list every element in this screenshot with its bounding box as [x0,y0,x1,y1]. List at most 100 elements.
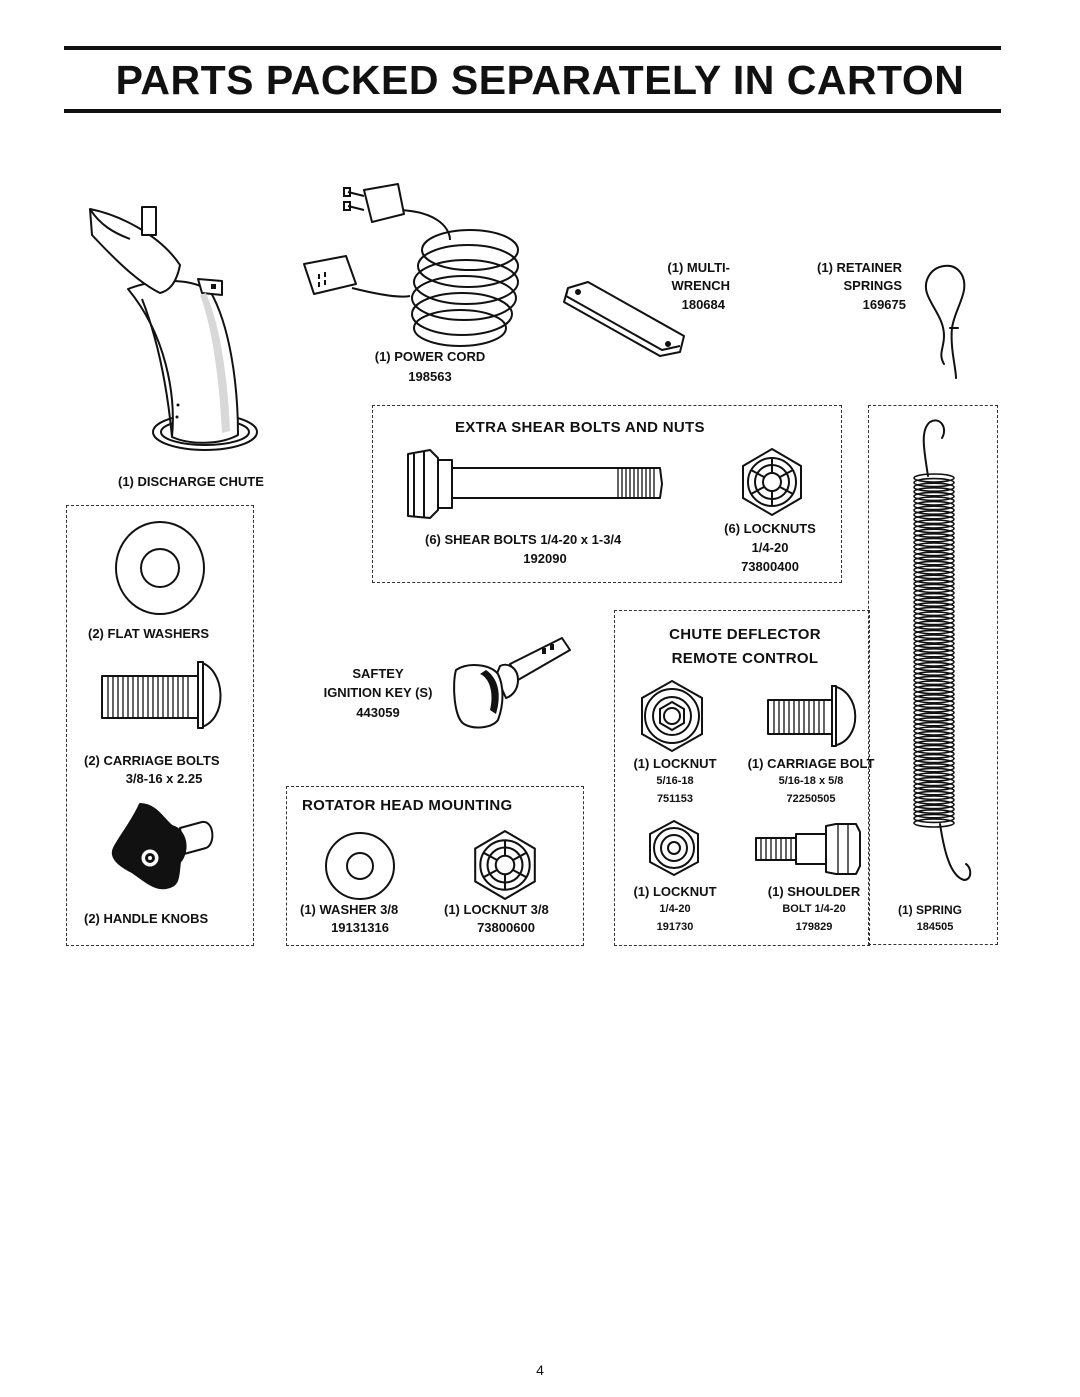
spring-coil-turn [913,735,955,746]
spring-coil-turn [913,818,955,828]
power-cord-number: 198563 [408,369,452,384]
spring-coil-turn [913,528,955,538]
spring-coil-turn [913,491,955,502]
spring-coil-turn [913,588,955,598]
shear-locknuts-label: (6) LOCKNUTS [724,521,816,536]
spring-coil-turn [913,537,955,548]
rotator-locknut-number: 73800600 [477,920,535,935]
spring-section-box [868,405,998,945]
ignition-key-label-line2: IGNITION KEY (S) [323,685,433,700]
rotator-section-box [286,786,584,946]
spring-coil-turn [913,583,955,594]
chute-carriage-bolt-illustration [767,685,857,747]
spring-coil-turn [913,500,955,511]
spring-coil-turn [913,799,955,810]
spring-coil-turn [913,680,955,690]
handle-knobs-label: (2) HANDLE KNOBS [84,911,209,926]
spring-coil-turn [913,606,955,617]
spring-coil-turn [913,648,955,658]
spring-coil-turn [913,698,955,709]
spring-coil-turn [913,551,955,561]
spring-coil-turn [913,477,955,488]
spring-coil-turn [913,615,955,626]
spring-coil-turn [913,707,955,718]
spring-label: (1) SPRING [898,903,963,917]
spring-coil-turn [913,808,955,819]
retainer-springs-label-line2: SPRINGS [843,278,902,293]
chute-locknut-b-number: 191730 [656,921,694,933]
ignition-key-label-line1: SAFTEY [352,666,404,681]
spring-coil-turn [913,730,955,741]
rotator-locknut-illustration [474,829,536,901]
ignition-key-number: 443059 [356,705,400,720]
title-top-rule [64,46,1001,50]
spring-coil-turn [913,487,955,497]
spring-coil-turn [913,790,955,801]
spring-coil-turn [913,473,955,483]
spring-coil-turn [913,813,955,824]
spring-coil-turn [913,482,955,492]
spring-coil-turn [913,721,955,732]
spring-coil-turn [913,496,955,506]
flat-washers-label: (2) FLAT WASHERS [88,626,210,641]
spring-coil-turn [913,638,955,649]
shear-bolts-label: (6) SHEAR BOLTS 1/4-20 x 1-3/4 [425,532,622,547]
spring-coil-turn [913,533,955,543]
chute-shoulder-bolt-label-line2: BOLT 1/4-20 [782,903,846,915]
spring-coil-turn [913,542,955,552]
spring-coil-turn [913,569,955,580]
spring-coil-turn [913,505,955,515]
spring-coil-turn [913,776,955,787]
retainer-spring-illustration [925,264,966,379]
spring-coil-turn [913,716,955,727]
spring-number: 184505 [916,921,954,933]
spring-coil-turn [913,689,955,700]
rotator-washer-number: 19131316 [331,920,389,935]
spring-coil-turn [913,556,955,566]
spring-coil-turn [913,684,955,695]
chute-locknut-5-16-illustration [641,679,703,753]
left-hardware-section-box [66,505,254,946]
ignition-key-illustration [453,637,571,729]
rotator-locknut-label: (1) LOCKNUT 3/8 [444,902,549,917]
chute-locknut-a-number: 751153 [656,793,694,805]
chute-locknut-a-size: 5/16-18 [656,775,694,787]
spring-coil-turn [913,739,955,750]
spring-coil-turn [913,726,955,736]
spring-coil-turn [913,620,955,630]
spring-coil-turn [913,693,955,704]
shear-locknut-illustration [742,447,802,517]
spring-coil-turn [913,625,955,635]
spring-coil-turn [913,703,955,713]
spring-coil-turn [913,661,955,672]
retainer-springs-label-line1: (1) RETAINER [817,260,902,275]
power-cord-illustration [303,183,519,347]
power-cord-label: (1) POWER CORD [374,349,486,364]
spring-coil-turn [913,767,955,778]
extension-spring-illustration [913,419,972,882]
spring-coil-turn [913,795,955,805]
spring-coil-turn [913,629,955,640]
shear-bolts-section-box [372,405,842,583]
retainer-springs-number: 169675 [862,297,906,312]
spring-coil-turn [913,560,955,571]
spring-coil-turn [913,744,955,755]
chute-locknut-a-label: (1) LOCKNUT [633,756,717,771]
spring-coil-turn [913,762,955,773]
carriage-bolts-label: (2) CARRIAGE BOLTS [84,753,220,768]
multi-wrench-number: 180684 [681,297,725,312]
chute-deflector-section-box [614,610,870,946]
spring-coil-turn [913,657,955,667]
discharge-chute-label: (1) DISCHARGE CHUTE [118,474,264,489]
spring-coil-turn [913,675,955,686]
chute-carriage-bolt-size: 5/16-18 x 5/8 [778,775,844,787]
multi-wrench-illustration [563,281,685,357]
spring-coil-turn [913,666,955,677]
chute-shoulder-bolt-illustration [755,823,861,875]
multi-wrench-label-line1: (1) MULTI- [667,260,730,275]
shear-bolts-heading: EXTRA SHEAR BOLTS AND NUTS [455,419,705,436]
spring-coil-turn [913,523,955,534]
spring-coil-turn [913,514,955,525]
multi-wrench-label-line2: WRENCH [671,278,731,293]
chute-carriage-bolt-number: 72250505 [786,793,836,805]
